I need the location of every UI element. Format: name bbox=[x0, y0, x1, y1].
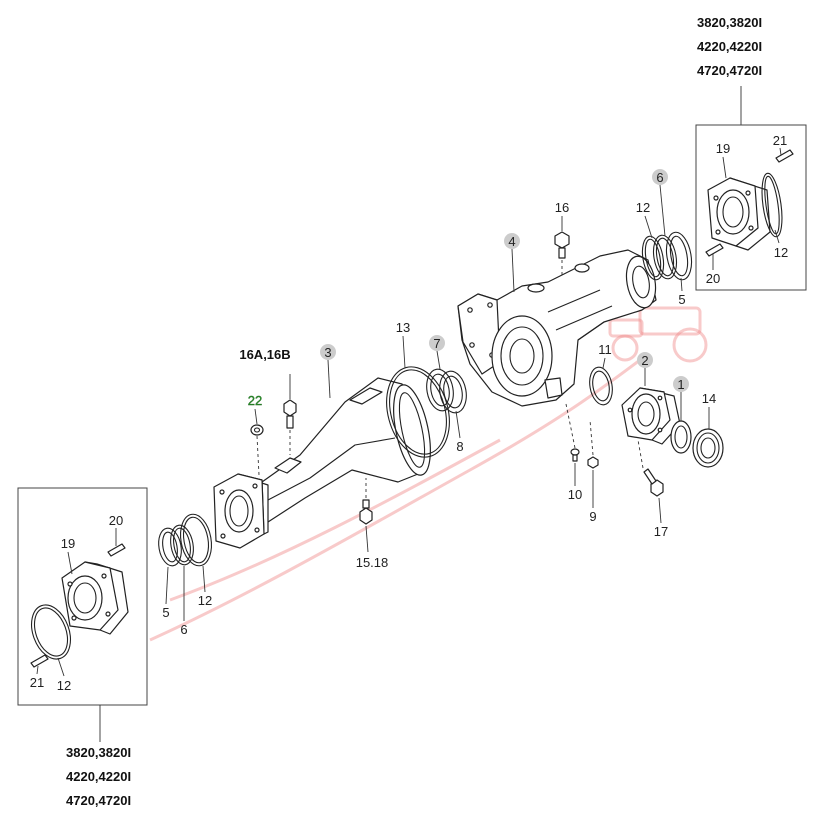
callout-2: 2 bbox=[641, 353, 648, 368]
model-label-bottom-line-3: 4720,4720I bbox=[66, 793, 131, 808]
callout-5-right: 5 bbox=[678, 292, 685, 307]
callout-19-bottom-box: 19 bbox=[61, 536, 75, 551]
dash-bolt-9 bbox=[589, 419, 594, 456]
callout-3: 3 bbox=[324, 345, 331, 360]
callout-17: 17 bbox=[654, 524, 668, 539]
oil-seal-14 bbox=[692, 428, 724, 468]
plug-10 bbox=[570, 448, 580, 462]
callout-15-18: 15.18 bbox=[356, 555, 389, 570]
bolt-15-18 bbox=[359, 499, 373, 525]
model-label-top: 3820,3820I 4220,4220I 4720,4720I bbox=[697, 15, 762, 78]
o-ring-12-bottom-box bbox=[31, 604, 71, 660]
callout-1: 1 bbox=[677, 377, 684, 392]
model-label-bottom-line-1: 3820,3820I bbox=[66, 745, 131, 760]
callout-14: 14 bbox=[702, 391, 716, 406]
callout-21-bottom-box: 21 bbox=[30, 675, 44, 690]
bolt-16a-16b bbox=[283, 399, 297, 429]
model-label-top-line-2: 4220,4220I bbox=[697, 39, 762, 54]
callout-13: 13 bbox=[396, 320, 410, 335]
ring-1 bbox=[670, 420, 692, 454]
shim-6-right bbox=[652, 234, 678, 280]
o-ring-12-center bbox=[641, 235, 665, 281]
callout-11: 11 bbox=[598, 342, 612, 357]
callout-22-highlighted: 22 bbox=[248, 393, 262, 408]
ring-7 bbox=[426, 368, 454, 412]
watermark-tractor-icon bbox=[608, 306, 708, 363]
o-ring-11 bbox=[589, 366, 613, 406]
callout-12-center: 12 bbox=[636, 200, 650, 215]
variant-box-top bbox=[695, 124, 807, 291]
callout-6-left: 6 bbox=[180, 622, 187, 637]
variant-box-bottom bbox=[17, 487, 148, 706]
callout-7: 7 bbox=[433, 336, 440, 351]
callout-12-left: 12 bbox=[198, 593, 212, 608]
bolt-16 bbox=[554, 231, 570, 259]
bolt-9 bbox=[587, 456, 599, 469]
ring-5-left bbox=[158, 527, 182, 567]
model-label-bottom-line-2: 4220,4220I bbox=[66, 769, 131, 784]
model-label-top-line-1: 3820,3820I bbox=[697, 15, 762, 30]
o-ring-12-left bbox=[180, 513, 212, 567]
callout-20-top-box: 20 bbox=[706, 271, 720, 286]
callout-19-top-box: 19 bbox=[716, 141, 730, 156]
bolt-17 bbox=[643, 468, 664, 497]
leader-12-top-box bbox=[774, 229, 780, 244]
pin-20-bottom-box bbox=[107, 543, 126, 557]
leader-19-top bbox=[722, 156, 727, 179]
dash-bolt-17 bbox=[637, 439, 644, 469]
axle-housing-3 bbox=[213, 377, 431, 549]
callout-5-left: 5 bbox=[162, 605, 169, 620]
hub-19-bottom bbox=[61, 561, 129, 635]
leader-19-bottom bbox=[67, 551, 73, 575]
leader-12-bottom-box bbox=[57, 657, 65, 677]
callout-16: 16 bbox=[555, 200, 569, 215]
callout-20-bottom-box: 20 bbox=[109, 513, 123, 528]
callout-12-top-box: 12 bbox=[774, 245, 788, 260]
leader-lines bbox=[165, 184, 710, 621]
shim-6-left bbox=[170, 524, 194, 566]
callout-21-top-box: 21 bbox=[773, 133, 787, 148]
pin-21-bottom-box bbox=[30, 654, 49, 668]
callout-8: 8 bbox=[456, 439, 463, 454]
model-label-top-line-3: 4720,4720I bbox=[697, 63, 762, 78]
pin-21-top-box bbox=[775, 149, 794, 163]
hub-19-top bbox=[707, 177, 771, 251]
callout-9: 9 bbox=[589, 509, 596, 524]
dash-plug-10 bbox=[565, 403, 576, 449]
model-label-bottom: 3820,3820I 4220,4220I 4720,4720I bbox=[66, 745, 131, 808]
ring-5-right bbox=[665, 231, 693, 281]
dash-washer-22 bbox=[256, 435, 260, 476]
leader-21-top bbox=[779, 147, 782, 156]
pin-20-top-box bbox=[705, 243, 724, 257]
center-housing-4 bbox=[457, 249, 657, 407]
watermark bbox=[149, 306, 708, 642]
washer-22 bbox=[250, 424, 264, 436]
callout-10: 10 bbox=[568, 487, 582, 502]
callout-6-right: 6 bbox=[656, 170, 663, 185]
callout-4: 4 bbox=[508, 234, 515, 249]
callout-circles bbox=[320, 169, 689, 392]
callout-16a-16b: 16A,16B bbox=[239, 347, 290, 362]
bearing-retainer-2 bbox=[621, 387, 681, 445]
leader-21-bottom bbox=[36, 665, 39, 675]
callout-12-bottom-box: 12 bbox=[57, 678, 71, 693]
